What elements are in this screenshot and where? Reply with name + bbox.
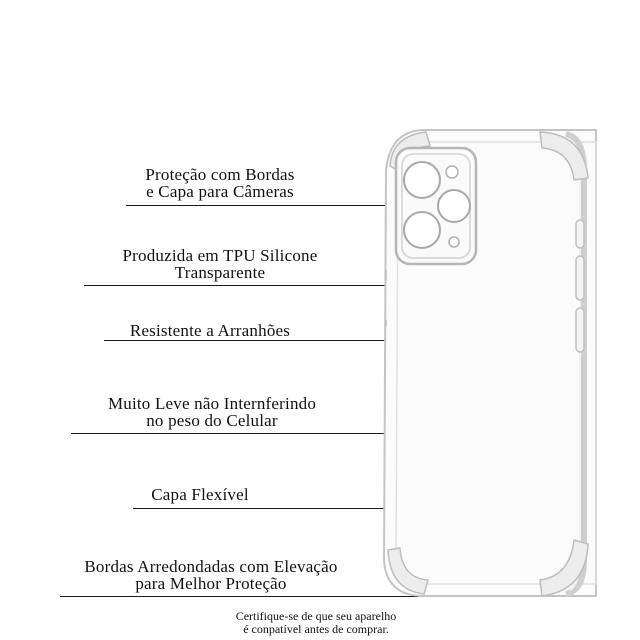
feature-text-line: Resistente a Arranhões [129, 321, 291, 340]
note-line: Certifique-se de que seu aparelho [235, 609, 397, 623]
phone-case-illustration [382, 129, 597, 597]
feature-underline [60, 596, 432, 597]
camera-flash [445, 165, 459, 179]
feature-text-line: Produzida em TPU Silicone [122, 246, 318, 265]
feature-underline [133, 508, 423, 509]
compatibility-note: Certifique-se de que seu aparelho é conp… [200, 610, 432, 636]
side-button [575, 219, 585, 249]
camera-lens [437, 189, 471, 223]
feature-text-line: Transparente [174, 263, 266, 282]
feature-camera-protection: Proteção com Bordas e Capa para Câmeras [120, 166, 320, 200]
corner-bumper-top-right [539, 131, 589, 181]
camera-lens [403, 211, 441, 249]
feature-raised-edges: Bordas Arredondadas com Elevação para Me… [58, 558, 364, 592]
feature-text-line: Bordas Arredondadas com Elevação [84, 557, 338, 576]
corner-bumper-bottom-left [387, 547, 429, 595]
feature-scratch-resistant: Resistente a Arranhões [90, 322, 330, 339]
camera-sensor [448, 236, 460, 248]
feature-underline [71, 433, 430, 434]
feature-underline [126, 205, 430, 206]
feature-underline [84, 285, 436, 286]
feature-text-line: e Capa para Câmeras [146, 182, 294, 201]
side-button [575, 307, 585, 353]
feature-text-line: para Melhor Proteção [135, 574, 287, 593]
feature-text-line: Muito Leve não Internferindo [107, 394, 317, 413]
feature-tpu-material: Produzida em TPU Silicone Transparente [70, 247, 370, 281]
feature-underline [104, 340, 416, 341]
case-side-edge [565, 131, 587, 597]
feature-text-line: Proteção com Bordas [145, 165, 295, 184]
feature-text-line: no peso do Celular [146, 411, 278, 430]
side-button [575, 255, 585, 301]
feature-text-line: Capa Flexível [151, 485, 249, 504]
feature-lightweight: Muito Leve não Internferindo no peso do … [62, 395, 362, 429]
corner-bumper-bottom-right [539, 539, 589, 597]
note-line: é conpatível antes de comprar. [243, 622, 389, 636]
camera-lens [403, 161, 441, 199]
feature-flexible: Capa Flexível [100, 486, 300, 503]
